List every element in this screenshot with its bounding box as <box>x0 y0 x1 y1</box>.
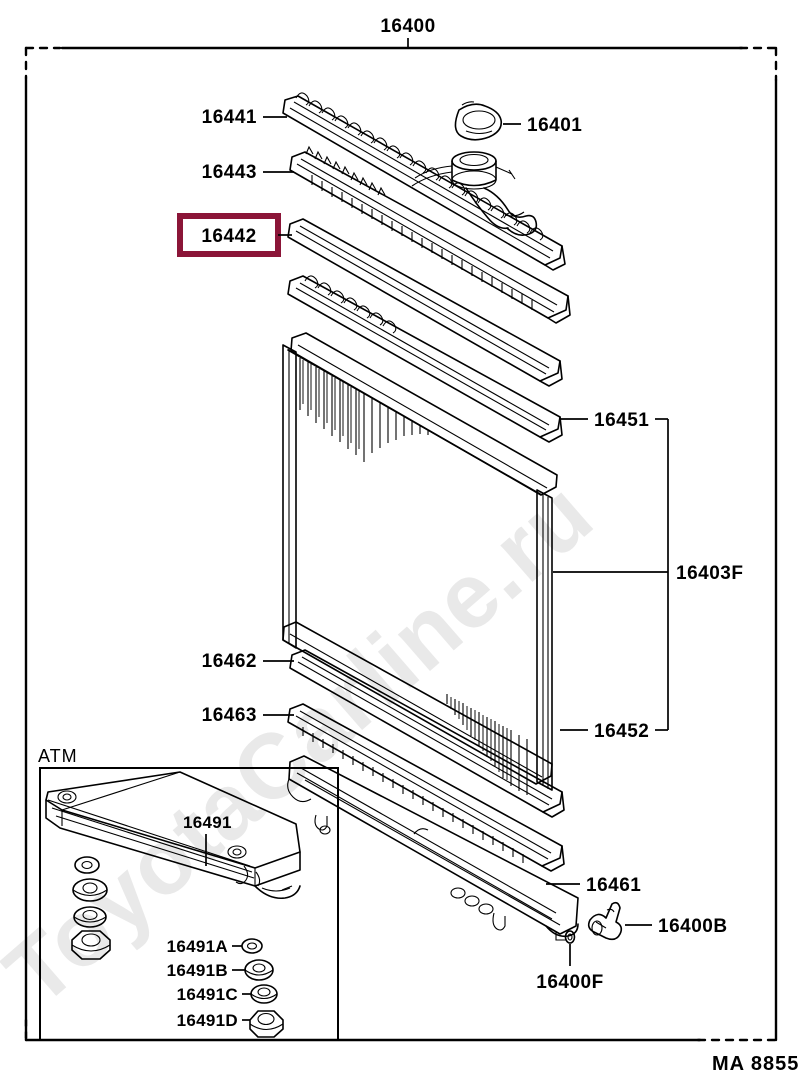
callout-16441-label: 16441 <box>202 107 257 128</box>
callout-16491A[interactable]: 16491A <box>167 937 263 956</box>
washer-icon-2 <box>72 878 108 902</box>
part-16451-side-plate-upper[interactable] <box>287 349 541 495</box>
callout-16491B[interactable]: 16491B <box>167 959 274 981</box>
atm-inset-panel[interactable]: ATM <box>38 746 339 1041</box>
callout-16462[interactable]: 16462 <box>202 651 294 672</box>
callout-16400-label: 16400 <box>380 16 435 37</box>
figure-code-text: MA 8855 <box>712 1053 799 1075</box>
callout-16491A-label: 16491A <box>167 937 228 956</box>
part-16401-radiator-cap[interactable] <box>454 101 503 141</box>
callout-16462-label: 16462 <box>202 651 257 672</box>
washer-icon-1 <box>74 856 100 874</box>
callout-16491-label: 16491 <box>183 813 232 832</box>
callout-16403F-label: 16403F <box>676 563 743 584</box>
callout-16451[interactable]: 16451 <box>560 410 649 431</box>
part-16442-gasket[interactable] <box>287 218 563 387</box>
callout-16491D-label: 16491D <box>177 1011 238 1030</box>
callout-16400[interactable]: 16400 <box>380 16 435 48</box>
callout-16451-label: 16451 <box>594 410 649 431</box>
callout-16400B-label: 16400B <box>658 916 728 937</box>
washer-icon-c <box>250 984 278 1004</box>
part-upper-frame-strip <box>287 275 563 443</box>
figure-code: MA 8855 <box>712 1053 799 1075</box>
callout-16491C-label: 16491C <box>177 985 238 1004</box>
callout-16491B-label: 16491B <box>167 961 228 980</box>
callout-16400F-label: 16400F <box>536 972 603 993</box>
part-16462-lower-seal[interactable] <box>289 649 565 818</box>
part-16491-oil-cooler[interactable] <box>45 771 301 900</box>
part-16441-upper-seal[interactable] <box>282 92 566 271</box>
callout-16403F[interactable]: 16403F <box>553 418 743 731</box>
part-16403F-core[interactable] <box>282 332 558 795</box>
callout-16442-highlight[interactable]: 16442 <box>177 213 292 257</box>
callout-16461-label: 16461 <box>586 875 641 896</box>
callout-16452[interactable]: 16452 <box>560 721 649 742</box>
atm-loose-fittings <box>71 856 111 960</box>
callout-16491D[interactable]: 16491D <box>177 1010 284 1038</box>
callout-16443[interactable]: 16443 <box>202 162 294 183</box>
callout-16443-label: 16443 <box>202 162 257 183</box>
washer-icon-b <box>244 959 274 981</box>
callout-16452-label: 16452 <box>594 721 649 742</box>
washer-icon-3 <box>73 906 107 928</box>
callout-16401[interactable]: 16401 <box>503 115 582 136</box>
callout-16442-label: 16442 <box>201 226 256 247</box>
callout-16463[interactable]: 16463 <box>202 705 294 726</box>
callout-16400F[interactable]: 16400F <box>536 944 603 993</box>
callout-16491[interactable]: 16491 <box>183 813 232 866</box>
callout-16401-label: 16401 <box>527 115 582 136</box>
part-16443-upper-seal[interactable] <box>289 145 571 324</box>
part-16400F-oring[interactable] <box>555 930 576 944</box>
nut-icon-1 <box>71 930 111 960</box>
nut-icon-d <box>249 1010 284 1038</box>
washer-icon-a <box>241 938 263 954</box>
callout-16461[interactable]: 16461 <box>546 875 641 896</box>
filler-neck-assembly <box>411 151 538 236</box>
part-16461-lower-tank[interactable] <box>287 755 579 938</box>
callout-16491C[interactable]: 16491C <box>177 984 278 1004</box>
part-16400B-drain-cock[interactable] <box>587 901 623 941</box>
callout-16441[interactable]: 16441 <box>202 107 287 128</box>
callout-16463-label: 16463 <box>202 705 257 726</box>
part-16463-lower-seal[interactable] <box>287 703 565 872</box>
atm-inset-label: ATM <box>38 746 78 766</box>
callout-16400B[interactable]: 16400B <box>625 916 728 937</box>
